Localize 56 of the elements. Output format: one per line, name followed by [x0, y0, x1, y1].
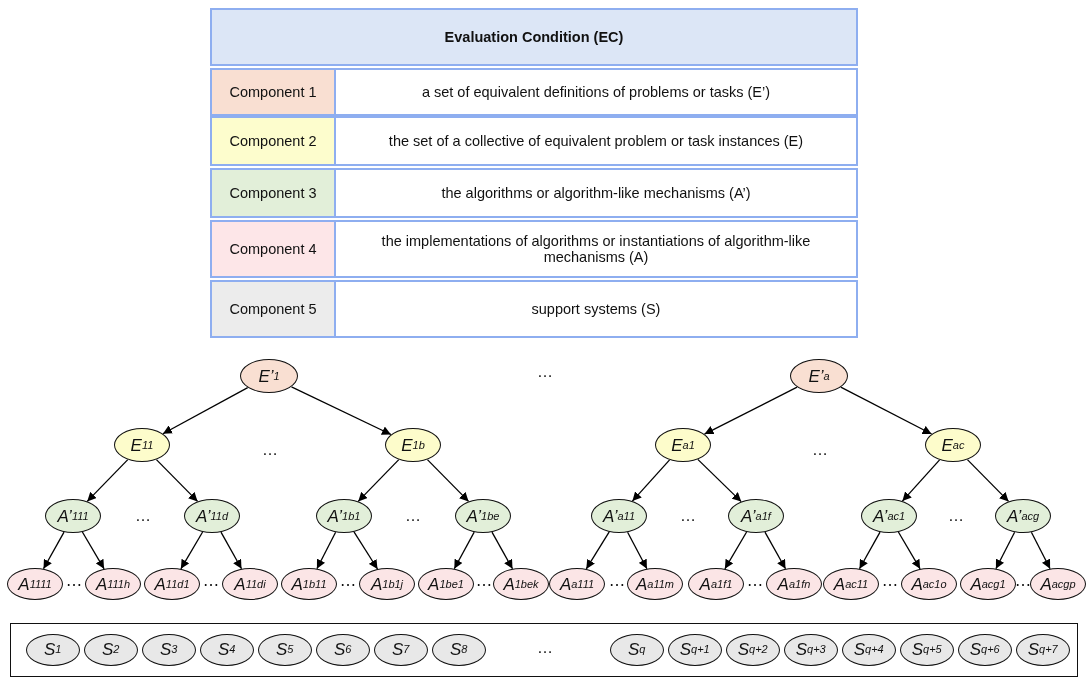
arrow — [1030, 531, 1051, 570]
arrow — [220, 531, 243, 570]
ellipsis: … — [812, 441, 828, 459]
arrow — [180, 531, 204, 570]
arrow — [453, 531, 475, 570]
arrow — [426, 458, 470, 503]
ellipsis: ⋯ — [747, 574, 763, 594]
arrow — [81, 531, 105, 570]
component-cell: Component 3 — [210, 168, 336, 218]
ellipsis: … — [680, 507, 696, 525]
arrow — [995, 531, 1016, 570]
component-cell: Component 4 — [210, 220, 336, 278]
arrow — [897, 531, 921, 570]
arrow — [764, 531, 787, 570]
table-header-cell: Evaluation Condition (EC) — [210, 8, 858, 66]
ellipsis: ⋯ — [882, 574, 898, 594]
arrow — [858, 531, 881, 570]
ellipsis: ⋯ — [609, 574, 625, 594]
description-cell: a set of equivalent definitions of problems or tasks (E’) — [334, 68, 858, 116]
arrow — [697, 458, 742, 503]
container-box — [10, 623, 1078, 677]
ellipsis: … — [135, 507, 151, 525]
arrow — [42, 531, 65, 570]
ellipsis: ⋯ — [66, 574, 82, 594]
ellipsis: … — [262, 441, 278, 459]
description-cell: the implementations of algorithms or instantiations of algorithm-like mechanisms (A) — [334, 220, 858, 278]
arrow — [966, 458, 1010, 503]
arrow — [162, 386, 249, 435]
ellipsis: ⋯ — [1015, 574, 1031, 594]
ellipsis: ⋯ — [203, 574, 219, 594]
ellipsis: … — [537, 363, 553, 381]
arrow — [626, 531, 648, 570]
ellipsis: … — [405, 507, 421, 525]
arrow — [316, 531, 337, 570]
arrow — [357, 458, 400, 503]
arrow — [585, 531, 610, 570]
description-cell: the algorithms or algorithm-like mechanisms (A’) — [334, 168, 858, 218]
ellipsis: … — [948, 507, 964, 525]
component-cell: Component 5 — [210, 280, 336, 338]
arrow — [155, 458, 199, 503]
arrow — [491, 531, 514, 570]
ellipsis: … — [537, 639, 553, 657]
arrow — [703, 386, 798, 435]
arrow — [631, 459, 671, 502]
ellipsis: ⋯ — [476, 574, 492, 594]
component-cell: Component 1 — [210, 68, 336, 116]
arrow — [840, 386, 933, 435]
component-cell: Component 2 — [210, 116, 336, 166]
description-cell: the set of a collective of equivalent problem or task instances (E) — [334, 116, 858, 166]
arrow — [724, 531, 748, 570]
arrow — [86, 458, 129, 503]
ellipsis: ⋯ — [340, 574, 356, 594]
arrow — [353, 531, 379, 570]
description-cell: support systems (S) — [334, 280, 858, 338]
arrow — [290, 386, 392, 436]
arrow — [901, 459, 941, 502]
